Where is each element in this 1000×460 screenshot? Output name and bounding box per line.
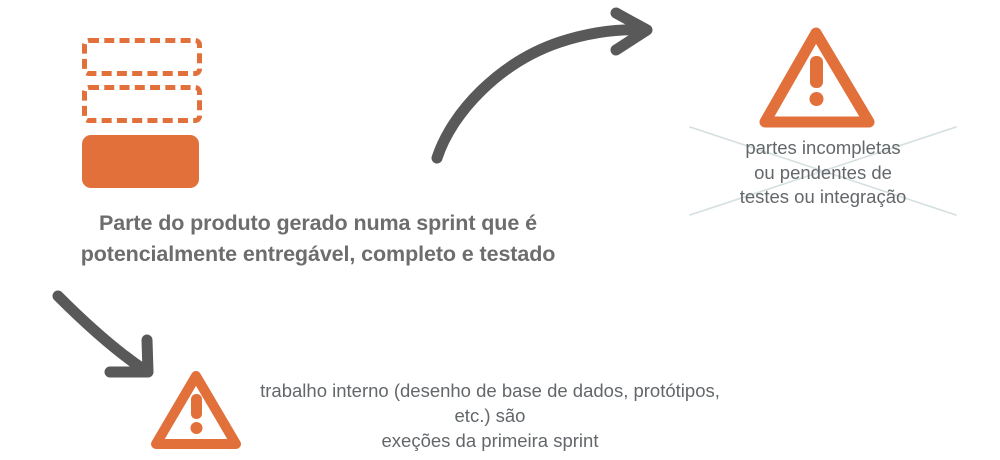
main-caption-line-1: Parte do produto gerado numa sprint que … bbox=[99, 211, 537, 235]
product-increment-stack bbox=[82, 38, 202, 190]
dashed-increment-box-1 bbox=[82, 38, 202, 76]
curved-arrow-up-right-icon bbox=[431, 7, 653, 164]
solid-increment-box bbox=[82, 135, 199, 188]
warning-triangle-icon bbox=[151, 371, 241, 449]
incomplete-parts-caption: partes incompletas ou pendentes de teste… bbox=[692, 136, 954, 210]
dashed-increment-box-2 bbox=[82, 85, 202, 123]
right-caption-line-2: ou pendentes de bbox=[754, 161, 892, 183]
curved-arrow-down-right-icon bbox=[52, 290, 154, 378]
right-caption-line-3: testes ou integração bbox=[739, 186, 907, 207]
bottom-caption-line-2: exeções da primeira sprint bbox=[381, 430, 599, 451]
main-caption-line-2: potencialmente entregável, completo e te… bbox=[80, 242, 556, 266]
warning-triangle-icon bbox=[759, 27, 875, 128]
right-caption-line-1: partes incompletas bbox=[745, 137, 901, 158]
bottom-caption-line-1: trabalho interno (desenho de base de dad… bbox=[260, 380, 720, 426]
main-definition-caption: Parte do produto gerado numa sprint que … bbox=[20, 208, 616, 270]
internal-work-exception-caption: trabalho interno (desenho de base de dad… bbox=[252, 378, 728, 453]
